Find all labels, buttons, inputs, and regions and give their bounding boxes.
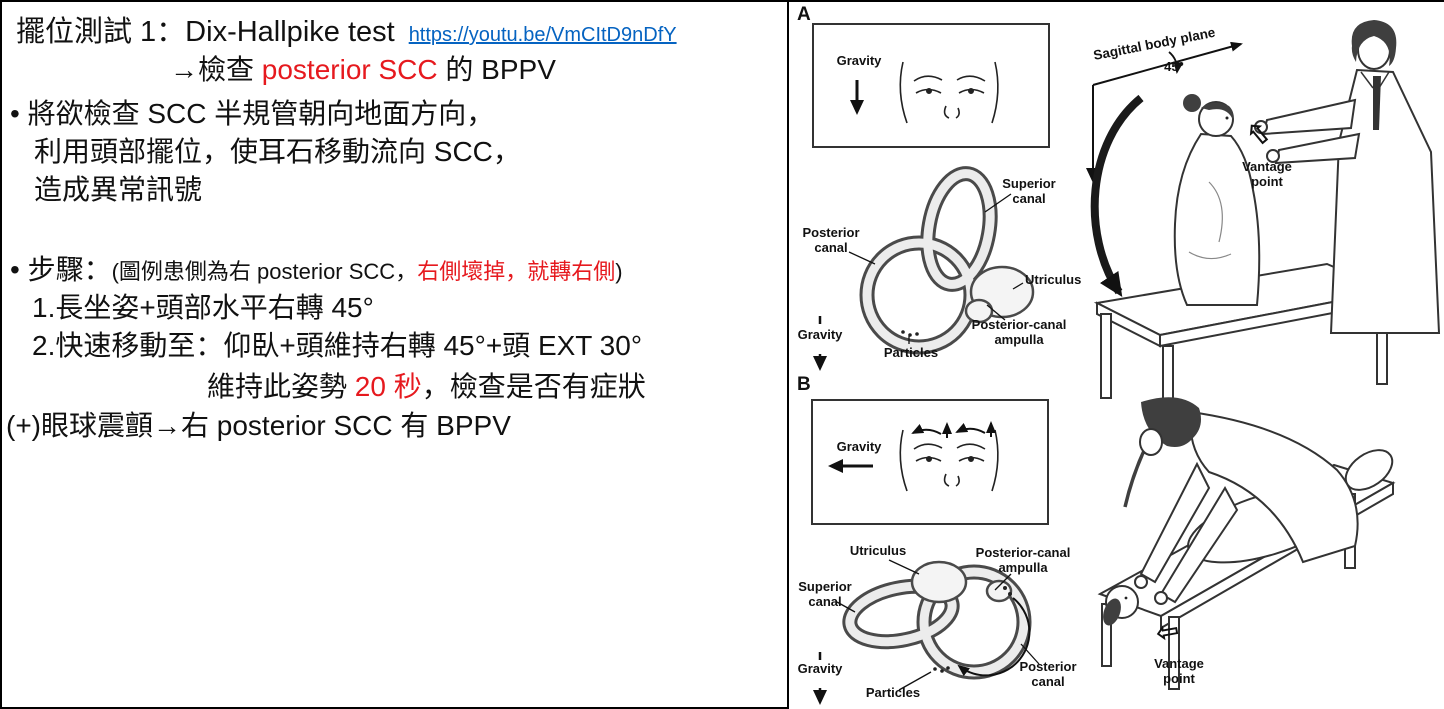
vantage-arrow-icon-b: ⇧ bbox=[1150, 617, 1186, 647]
posterior-canal-label-a: Posterior canal bbox=[802, 225, 860, 255]
particles-label-b: Particles bbox=[865, 685, 921, 700]
patient-a bbox=[1173, 94, 1261, 306]
face-box-b bbox=[811, 399, 1049, 525]
panel-a-label: A bbox=[797, 4, 811, 25]
principle-line-2: 利用頭部擺位，使耳石移動流向 SCC， bbox=[34, 136, 521, 167]
figure-panel: A Gravity Superior canal Posterior canal… bbox=[789, 0, 1444, 709]
principle-line-1: • 將欲檢查 SCC 半規管朝向地面方向， bbox=[10, 98, 495, 129]
hold-post: ，檢查是否有症狀 bbox=[421, 371, 646, 402]
label-leader-lines-b bbox=[836, 559, 1040, 691]
principle-line-3: 造成異常訊號 bbox=[34, 174, 203, 205]
steps-header: • 步驟：(圖例患側為右 posterior SCC，右側壞掉，就轉右側) bbox=[10, 248, 623, 288]
superior-canal-label-b: Superior canal bbox=[798, 579, 852, 609]
subtitle-line: →檢查 posterior SCC 的 BPPV bbox=[170, 48, 556, 88]
step-1: 1.長坐姿+頭部水平右轉 45° bbox=[32, 292, 374, 323]
nystagmus-arrows-icon bbox=[911, 421, 996, 438]
utriculus-shape-b bbox=[910, 560, 968, 604]
particles-dots-b bbox=[933, 666, 950, 673]
gravity-label-b: Gravity bbox=[836, 439, 882, 454]
steps-paren-open: (圖例患側為右 posterior SCC， bbox=[111, 259, 418, 284]
gravity-label-b2: Gravity bbox=[797, 661, 843, 676]
ear-diagram-b bbox=[813, 559, 1040, 705]
steps-paren-red: 右側壞掉，就轉右側 bbox=[417, 259, 616, 284]
text-panel: 擺位測試 1：Dix-Hallpike test https://youtu.b… bbox=[0, 0, 789, 709]
ampulla-shape-a bbox=[964, 298, 994, 324]
subtitle-highlight: posterior SCC bbox=[261, 54, 438, 85]
vantage-point-label-a: Vantage point bbox=[1242, 159, 1292, 189]
ampulla-shape-b bbox=[985, 579, 1013, 603]
face-sketch-a bbox=[899, 61, 999, 124]
page-title: 擺位測試 1：Dix-Hallpike test bbox=[16, 16, 395, 48]
figure-drawing bbox=[811, 20, 1441, 705]
utriculus-label-b: Utriculus bbox=[849, 543, 907, 558]
particles-label-a: Particles bbox=[883, 345, 939, 360]
steps-paren-close: ) bbox=[615, 259, 623, 284]
step-2: 2.快速移動至：仰臥+頭維持右轉 45°+頭 EXT 30° bbox=[32, 330, 643, 361]
ear-diagram-a bbox=[813, 166, 1035, 371]
video-link[interactable]: https://youtu.be/VmCItD9nDfY bbox=[408, 24, 677, 46]
gravity-label-a: Gravity bbox=[836, 53, 882, 68]
particles-dots-a bbox=[901, 330, 919, 337]
angle-arc-icon bbox=[1168, 51, 1184, 74]
title-row: 擺位測試 1：Dix-Hallpike test https://youtu.b… bbox=[16, 8, 677, 50]
ampulla-label-b: Posterior-canal ampulla bbox=[975, 545, 1071, 575]
superior-canal-label-a: Superior canal bbox=[1002, 176, 1056, 206]
posterior-canal-label-b: Posterior canal bbox=[1019, 659, 1077, 689]
label-leader-lines-a bbox=[848, 193, 1024, 344]
particle-motion-arrow-icon bbox=[957, 597, 1031, 677]
ampulla-label-a: Posterior-canal ampulla bbox=[971, 317, 1067, 347]
movement-curved-arrow-icon bbox=[1090, 94, 1144, 298]
hold-red: 20 秒 bbox=[354, 371, 422, 402]
examiner-a bbox=[1254, 20, 1441, 334]
subtitle-pre: →檢查 bbox=[170, 54, 262, 85]
hold-pre: 維持此姿勢 bbox=[207, 371, 355, 402]
hold-instruction: 維持此姿勢 20 秒，檢查是否有症狀 bbox=[207, 365, 646, 405]
utriculus-label-a: Utriculus bbox=[1025, 272, 1082, 287]
particle-clump-b bbox=[1003, 586, 1012, 596]
subtitle-post: 的 BPPV bbox=[437, 54, 556, 85]
scene-b bbox=[1097, 397, 1396, 690]
panel-b-label: B bbox=[797, 374, 811, 395]
sagittal-plane-arrow-icon bbox=[1092, 41, 1243, 86]
steps-label: • 步驟： bbox=[10, 254, 112, 285]
face-sketch-b bbox=[899, 429, 999, 492]
scene-a bbox=[1086, 20, 1441, 423]
examiner-b bbox=[1123, 397, 1359, 605]
result-line: (+)眼球震顫→右 posterior SCC 有 BPPV bbox=[6, 410, 511, 441]
face-box-a bbox=[812, 23, 1050, 148]
gravity-label-a2: Gravity bbox=[797, 327, 843, 342]
angle-label: 45° bbox=[1164, 59, 1184, 74]
vantage-point-label-b: Vantage point bbox=[1154, 656, 1204, 686]
